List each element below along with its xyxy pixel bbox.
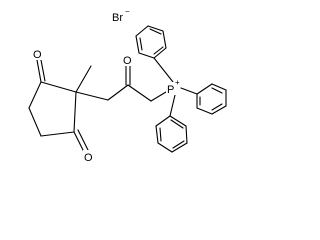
- aromatic-double-bond: [139, 37, 143, 51]
- label-background: [32, 47, 43, 60]
- p-phenyl-bond: [153, 57, 174, 83]
- aromatic-bond: [153, 47, 167, 59]
- label-background: [122, 53, 133, 66]
- oxygen-ring-bottom: O: [83, 150, 94, 164]
- aromatic-bond: [169, 115, 187, 127]
- aromatic-bond: [196, 83, 213, 95]
- phenyl-ring-lower: [155, 115, 188, 153]
- chain-bond: [150, 91, 167, 102]
- ring-bond: [40, 131, 75, 137]
- ring-bond: [73, 91, 77, 133]
- aromatic-bond: [162, 30, 167, 49]
- aromatic-double-bond: [159, 127, 162, 142]
- aromatic-bond: [135, 25, 149, 37]
- oxygen-ring-top: O: [32, 47, 43, 61]
- aromatic-bond: [185, 125, 188, 144]
- aromatic-double-bond: [170, 119, 184, 129]
- aromatic-bond: [211, 83, 227, 91]
- p-phenyl-bond: [180, 87, 198, 95]
- bromide-counterion: Br −: [112, 7, 130, 24]
- methyl-bond: [75, 65, 92, 93]
- aromatic-bond: [135, 35, 140, 54]
- ring-carbonyl-top: [36, 59, 46, 83]
- aromatic-bond: [196, 107, 213, 115]
- aromatic-bond: [157, 142, 173, 153]
- carbonyl-bond: [77, 129, 90, 153]
- oxygen-symbol: O: [84, 152, 93, 164]
- ring-bond: [40, 81, 77, 93]
- aromatic-bond: [211, 105, 227, 115]
- chain-bond: [107, 84, 129, 101]
- aromatic-double-bond: [149, 28, 162, 35]
- aromatic-bond: [138, 52, 155, 59]
- aromatic-bond: [155, 125, 159, 144]
- ring-bond: [28, 81, 42, 109]
- aromatic-double-bond: [172, 140, 185, 149]
- bromide-charge: −: [125, 7, 130, 16]
- phosphorus-symbol: P: [167, 84, 174, 96]
- cyclopentanedione-ring: [28, 81, 77, 137]
- phenyl-ring-right: [196, 83, 227, 115]
- chain-bond: [75, 91, 109, 101]
- phosphonium-atom: P +: [166, 78, 180, 96]
- chain-bond: [127, 84, 152, 102]
- chain-carbonyl: [125, 65, 131, 86]
- aromatic-double-bond: [153, 46, 164, 55]
- ring-bond: [28, 107, 42, 137]
- phosphorus-charge: +: [175, 78, 180, 87]
- carbonyl-bond: [36, 59, 42, 83]
- aromatic-bond: [155, 115, 171, 127]
- aromatic-bond: [171, 142, 188, 153]
- label-background: [83, 150, 94, 163]
- chemical-structure: Br −: [28, 7, 227, 164]
- bromide-symbol: Br: [112, 12, 123, 24]
- p-phenyl-bond: [169, 94, 176, 117]
- oxygen-symbol: O: [123, 55, 132, 67]
- aromatic-double-bond: [211, 87, 223, 94]
- oxygen-ketone: O: [122, 53, 133, 67]
- carbonyl-bond: [40, 59, 46, 82]
- aromatic-double-bond: [211, 103, 223, 111]
- label-background: [166, 82, 177, 95]
- oxygen-symbol: O: [33, 49, 42, 61]
- phenyl-ring-upper: [135, 25, 167, 59]
- aromatic-bond: [147, 25, 164, 32]
- side-chain: [75, 84, 167, 102]
